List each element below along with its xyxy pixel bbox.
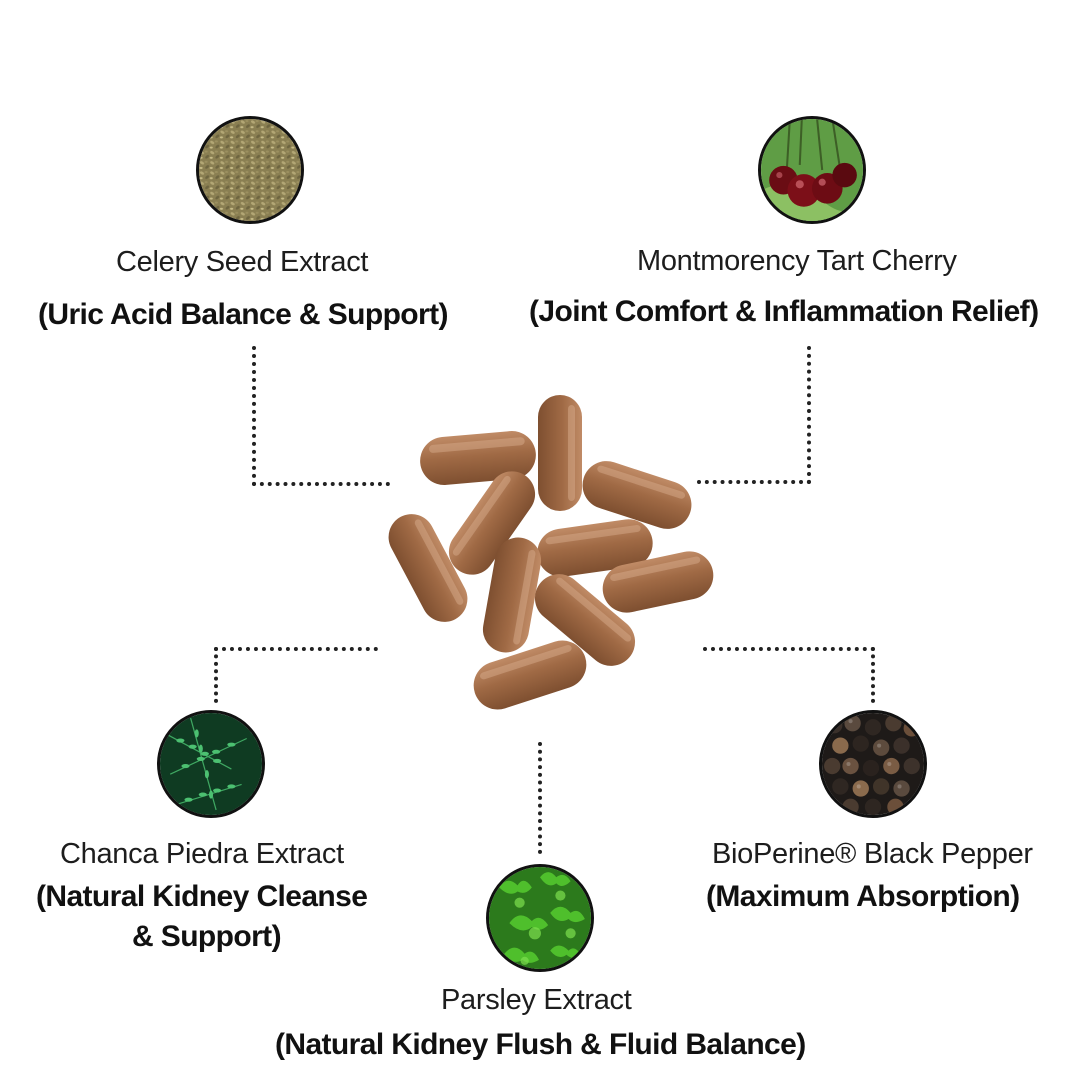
capsule-1 xyxy=(420,431,536,485)
pepper-benefit: (Maximum Absorption) xyxy=(706,880,1020,913)
parsley-benefit: (Natural Kidney Flush & Fluid Balance) xyxy=(275,1028,806,1061)
capsule-9 xyxy=(534,574,636,666)
parsley-icon xyxy=(486,864,594,972)
connector-cherry-horizontal xyxy=(697,480,811,484)
chanca-benefit-line2: & Support) xyxy=(132,920,282,953)
cherry-icon xyxy=(758,116,866,224)
pepper-name: BioPerine® Black Pepper xyxy=(712,838,1033,870)
chanca-benefit-line1: (Natural Kidney Cleanse xyxy=(36,880,368,913)
connector-cherry-vertical xyxy=(807,346,811,484)
capsule-5 xyxy=(537,519,653,577)
black-pepper-icon xyxy=(819,710,927,818)
connector-chanca-horizontal xyxy=(214,647,378,651)
celery-name: Celery Seed Extract xyxy=(116,246,369,278)
capsule-10 xyxy=(473,640,587,710)
connector-celery-horizontal xyxy=(252,482,390,486)
parsley-name: Parsley Extract xyxy=(441,984,632,1016)
chanca-name: Chanca Piedra Extract xyxy=(60,838,344,870)
capsule-cluster-image xyxy=(370,395,730,725)
connector-celery-vertical xyxy=(252,346,256,486)
celery-seed-icon xyxy=(196,116,304,224)
connector-parsley-vertical xyxy=(538,742,542,854)
capsules-group xyxy=(388,395,714,710)
celery-benefit: (Uric Acid Balance & Support) xyxy=(38,298,448,331)
connector-chanca-vertical xyxy=(214,647,218,703)
capsule-3 xyxy=(582,461,692,529)
capsule-8 xyxy=(602,551,714,613)
cherry-name: Montmorency Tart Cherry xyxy=(637,245,957,277)
capsule-7 xyxy=(482,537,542,653)
capsule-4 xyxy=(448,471,536,575)
connector-pepper-horizontal xyxy=(703,647,875,651)
capsule-2 xyxy=(538,395,582,511)
chanca-piedra-leaf-icon xyxy=(157,710,265,818)
capsule-6 xyxy=(388,514,468,622)
cherry-benefit: (Joint Comfort & Inflammation Relief) xyxy=(529,295,1039,328)
connector-pepper-vertical xyxy=(871,647,875,703)
